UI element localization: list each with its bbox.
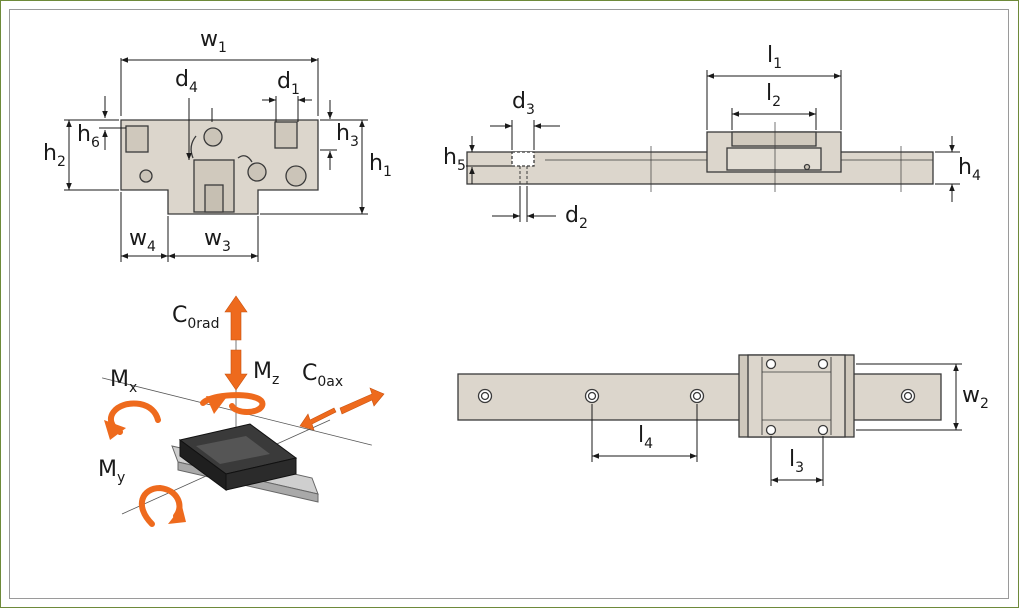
side-counterbore — [511, 151, 535, 167]
label-d4: d4 — [175, 67, 198, 96]
label-d1: d1 — [277, 69, 300, 98]
label-h1: h1 — [369, 151, 392, 180]
load-diagram — [101, 295, 385, 527]
label-l1: l1 — [767, 43, 782, 72]
label-c0rad: C0rad — [172, 303, 220, 332]
label-h2: h2 — [43, 141, 66, 170]
c0rad-up-arrow — [224, 295, 248, 341]
my-moment-arrow — [138, 484, 183, 527]
side-rail — [466, 151, 934, 185]
label-w3: w3 — [204, 226, 231, 255]
side-view — [466, 122, 934, 192]
label-mz: Mz — [253, 359, 279, 388]
cross-section-view — [120, 119, 319, 215]
moment-arrows — [107, 392, 266, 527]
label-h3: h3 — [336, 121, 359, 150]
right-end-pocket — [274, 121, 298, 149]
raceway-groove — [190, 135, 253, 163]
side-view-dimensions — [466, 70, 960, 222]
isometric-block — [178, 423, 298, 491]
label-h6: h6 — [77, 122, 100, 151]
carriage-mount-holes — [765, 358, 829, 436]
top-carriage — [747, 354, 846, 438]
moment-arrowheads — [104, 396, 226, 524]
label-my: My — [98, 457, 125, 486]
dimension-labels: w1 d4 d1 h6 h2 h3 h1 w4 w3 l1 l2 d3 h5 h… — [43, 27, 989, 486]
label-h5: h5 — [443, 145, 466, 174]
left-end-pocket — [125, 125, 149, 153]
side-carriage-top — [731, 131, 817, 147]
label-d3: d3 — [512, 89, 535, 118]
ball-left — [139, 169, 153, 183]
ball-right — [285, 165, 307, 187]
top-view — [457, 354, 942, 438]
c0ax-arrow-left — [299, 407, 337, 431]
label-d2: d2 — [565, 203, 588, 232]
cross-section-dimensions — [64, 57, 368, 262]
ball-lower — [247, 162, 267, 182]
top-view-dimensions — [591, 363, 962, 486]
label-h4: h4 — [958, 155, 981, 184]
mz-moment-arrow — [200, 392, 266, 415]
label-c0ax: C0ax — [302, 361, 343, 390]
label-l2: l2 — [766, 81, 781, 110]
rail-bore — [204, 184, 224, 213]
c0rad-down-arrow — [224, 349, 248, 391]
side-carriage-core — [726, 147, 822, 171]
label-l3: l3 — [789, 447, 804, 476]
label-w4: w4 — [129, 226, 156, 255]
label-mx: Mx — [110, 367, 137, 396]
label-w1: w1 — [200, 27, 227, 56]
label-l4: l4 — [638, 423, 653, 452]
label-w2: w2 — [962, 383, 989, 412]
c0ax-arrow-right — [339, 387, 385, 415]
ball-upper — [203, 127, 223, 147]
rail-holes — [477, 388, 916, 404]
force-arrows — [224, 295, 385, 431]
mx-moment-arrow — [107, 400, 161, 435]
